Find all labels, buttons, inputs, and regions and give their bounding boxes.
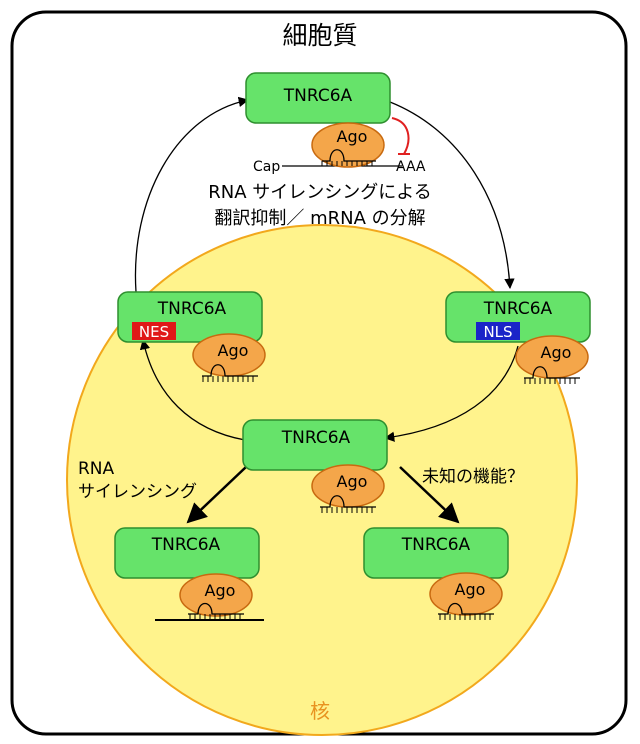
tnrc6a-protein <box>363 527 509 579</box>
small-rna <box>188 602 244 615</box>
silencing-tnrc6a-complex: TNRC6A Ago <box>114 527 264 621</box>
tnrc6a-label: TNRC6A <box>151 535 221 555</box>
ago-protein <box>179 573 253 617</box>
tnrc6a-label: TNRC6A <box>401 535 471 555</box>
small-rna <box>438 602 494 615</box>
tnrc6a-label: TNRC6A <box>281 428 351 448</box>
nuclear-function-left-line2: サイレンシング <box>78 482 197 502</box>
silencing-branch-arrow <box>186 466 247 524</box>
cytoplasm-tnrc6a-complex: TNRC6A Ago Cap AAA <box>245 72 426 175</box>
ago-label: Ago <box>218 341 249 360</box>
small-rna <box>524 366 580 379</box>
tnrc6a-nls-complex: TNRC6A NLS Ago <box>445 291 591 384</box>
nls-tag <box>476 322 520 340</box>
nuclear-function-right: 未知の機能？ <box>422 467 524 487</box>
ago-label: Ago <box>541 343 572 362</box>
export-to-cytoplasm-arrow <box>134 96 250 293</box>
nuclear-import-arrow <box>383 345 519 442</box>
cap-label: Cap <box>253 159 280 175</box>
rna-ticks <box>524 378 576 384</box>
small-rna <box>202 364 258 377</box>
tnrc6a-nes-complex: TNRC6A NES Ago <box>117 291 266 382</box>
nuclear-function-left-line1: RNA <box>78 459 115 479</box>
small-rna <box>320 495 376 508</box>
rna-pairing-ticks <box>321 161 373 166</box>
rna-ticks <box>189 614 241 620</box>
rna-ticks <box>439 614 491 620</box>
tnrc6a-protein <box>245 72 391 124</box>
nes-label: NES <box>139 323 169 341</box>
unknown-function-tnrc6a-complex: TNRC6A Ago <box>363 527 509 620</box>
rna-ticks <box>202 376 254 382</box>
tnrc6a-label: TNRC6A <box>483 299 553 319</box>
nucleus-label: 核 <box>310 699 330 723</box>
tnrc6a-protein <box>114 527 260 579</box>
rna-ticks <box>321 507 373 513</box>
cytoplasm-function-line1: RNA サイレンシングによる <box>208 182 431 203</box>
tnrc6a-label: TNRC6A <box>157 299 227 319</box>
nuclear-tnrc6a-complex: TNRC6A Ago <box>242 419 388 513</box>
ago-label: Ago <box>337 127 368 146</box>
inhibition-arrow <box>391 117 410 155</box>
cytoplasm-function-line2: 翻訳抑制／ mRNA の分解 <box>214 208 425 229</box>
small-rna <box>322 149 376 162</box>
nls-label: NLS <box>483 323 512 341</box>
ago-label: Ago <box>337 472 368 491</box>
unknown-function-branch-arrow <box>399 466 460 524</box>
ago-label: Ago <box>205 581 236 600</box>
nuclear-export-arrow <box>139 338 246 441</box>
tnrc6a-label: TNRC6A <box>283 86 353 106</box>
tnrc6a-protein <box>242 419 388 471</box>
cytoplasm-title: 細胞質 <box>282 21 357 50</box>
ago-label: Ago <box>455 580 486 599</box>
import-to-nucleus-arrow <box>389 101 515 290</box>
polya-label: AAA <box>396 159 426 175</box>
nes-tag <box>132 322 176 340</box>
ago-protein <box>429 572 503 616</box>
